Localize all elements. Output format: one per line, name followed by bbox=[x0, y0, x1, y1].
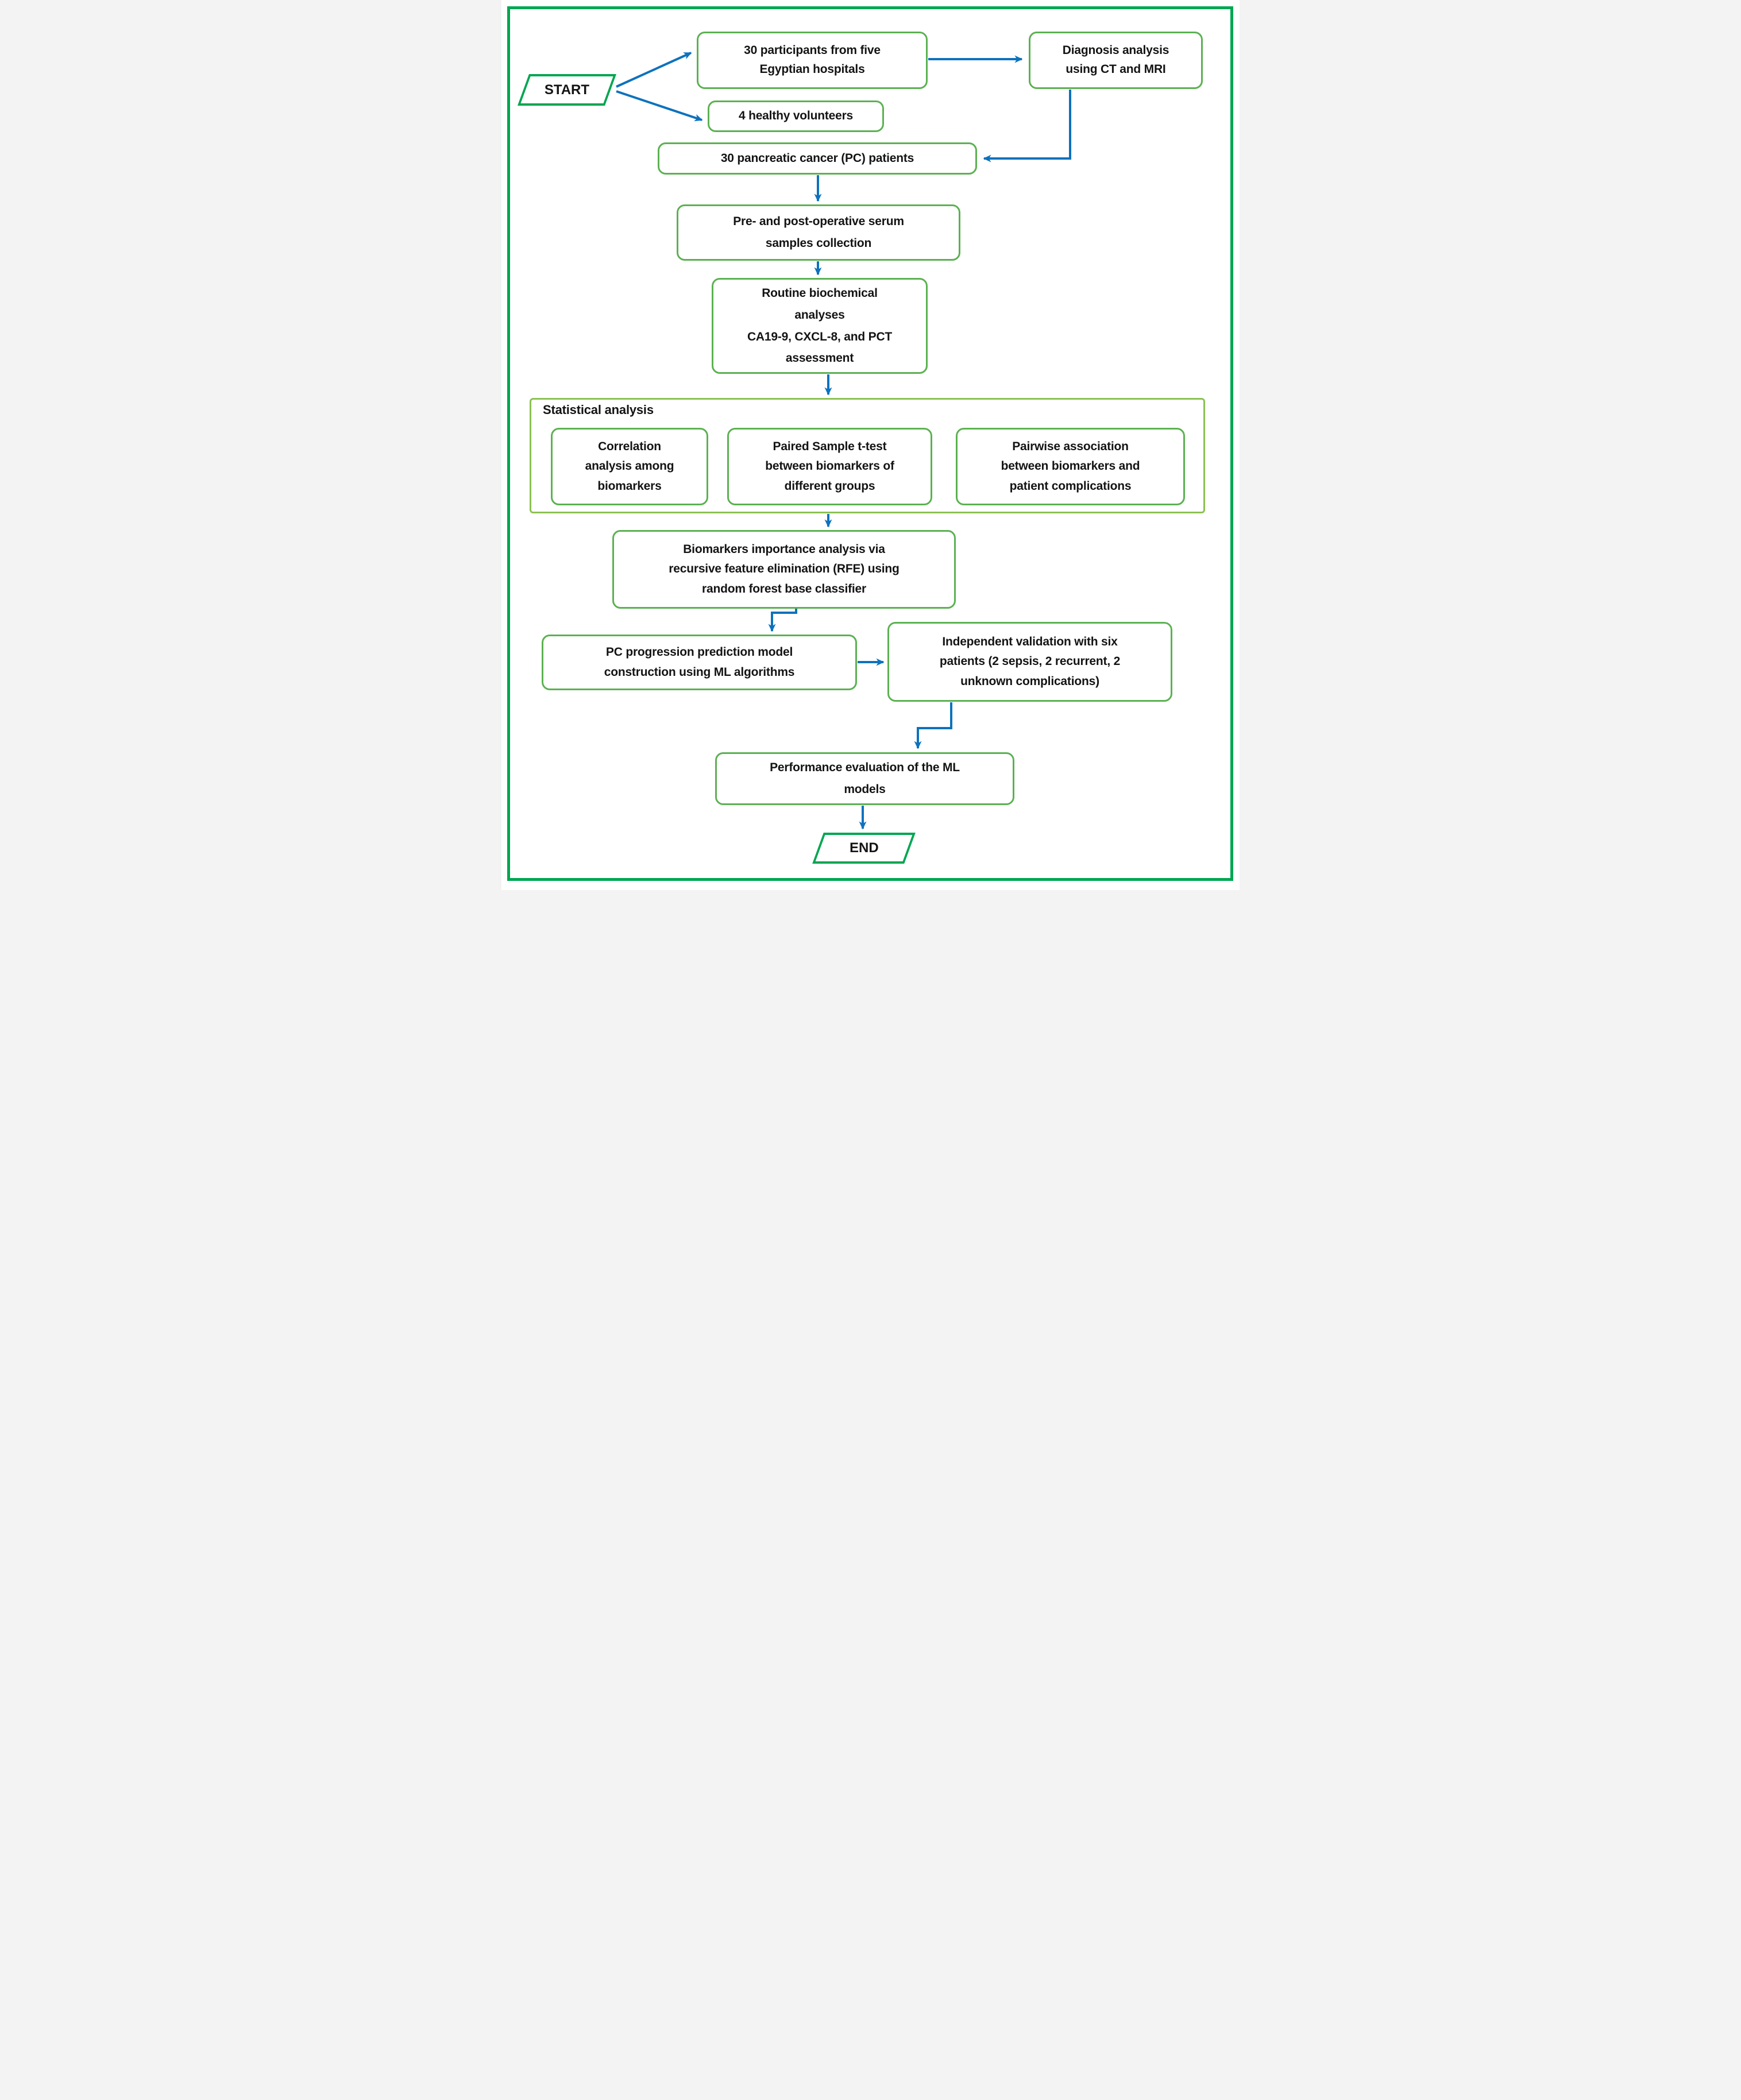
node-independent-validation: Independent validation with six patients… bbox=[887, 622, 1172, 702]
end-terminator: END bbox=[812, 833, 916, 864]
node-participants: 30 participants from five Egyptian hospi… bbox=[697, 32, 928, 89]
start-terminator: START bbox=[517, 74, 617, 106]
arrow-start-to-volunteers bbox=[616, 90, 703, 122]
node-correlation-analysis: Correlation analysis among biomarkers bbox=[551, 428, 708, 505]
arrow-diagnosis-to-pc-patients bbox=[983, 90, 1071, 163]
flow-arrows bbox=[616, 52, 1071, 830]
end-label: END bbox=[849, 840, 879, 856]
node-prediction-model: PC progression prediction model construc… bbox=[542, 635, 857, 690]
start-label: START bbox=[544, 82, 590, 98]
node-performance-evaluation: Performance evaluation of the ML models bbox=[715, 752, 1014, 805]
arrow-start-to-participants bbox=[616, 52, 692, 88]
node-serum-samples: Pre- and post-operative serum samples co… bbox=[677, 204, 960, 261]
node-diagnosis-analysis: Diagnosis analysis using CT and MRI bbox=[1029, 32, 1203, 89]
node-paired-ttest: Paired Sample t-test between biomarkers … bbox=[727, 428, 932, 505]
flowchart-canvas: START 30 participants from five Egyptian… bbox=[501, 0, 1240, 890]
node-pairwise-association: Pairwise association between biomarkers … bbox=[956, 428, 1185, 505]
arrow-importance-to-model bbox=[768, 609, 797, 632]
node-healthy-volunteers: 4 healthy volunteers bbox=[708, 100, 884, 132]
arrow-validation-to-performance bbox=[914, 702, 952, 749]
node-routine-biochemical: Routine biochemical analyses CA19-9, CXC… bbox=[712, 278, 928, 374]
statistical-analysis-label: Statistical analysis bbox=[543, 403, 654, 417]
node-pc-patients: 30 pancreatic cancer (PC) patients bbox=[658, 142, 977, 175]
node-biomarkers-importance: Biomarkers importance analysis via recur… bbox=[612, 530, 956, 609]
